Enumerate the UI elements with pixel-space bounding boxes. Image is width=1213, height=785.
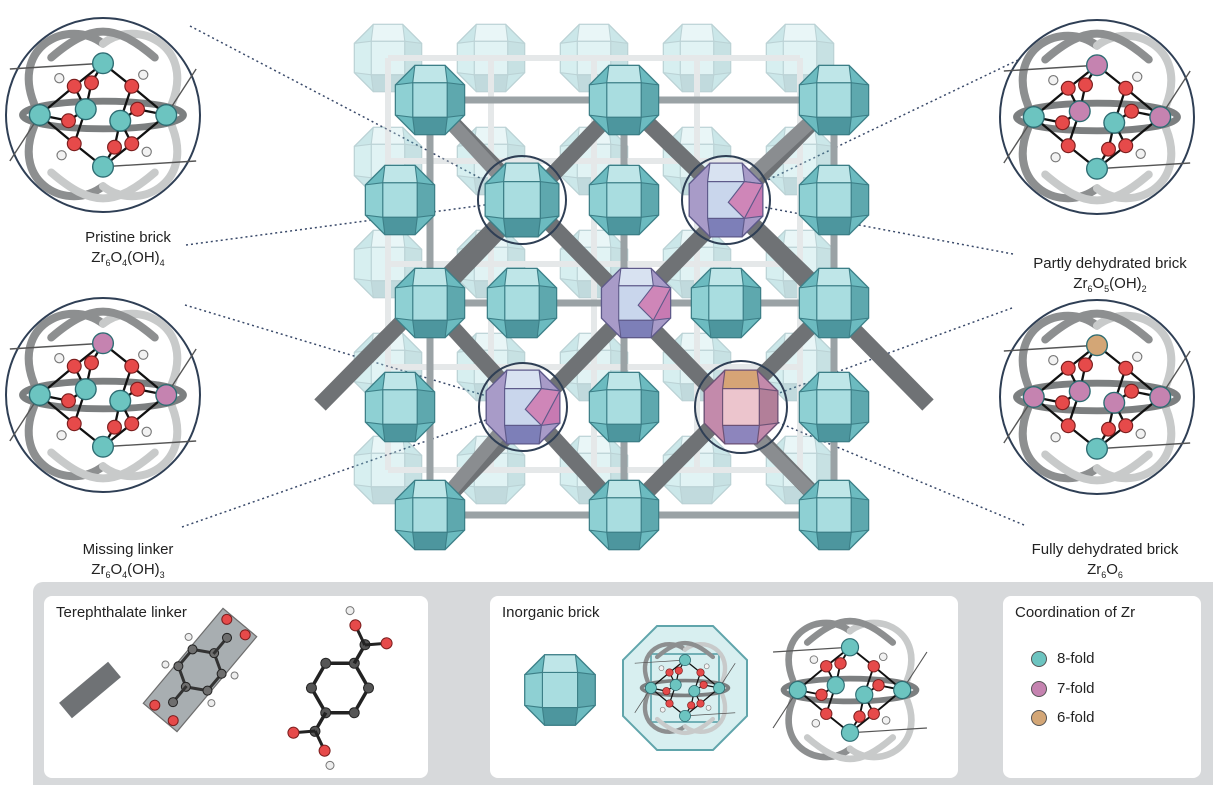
front-cluster	[588, 371, 660, 443]
panel-linker: Terephthalate linker	[44, 596, 428, 778]
label-pristine-formula: Zr6O4(OH)4	[91, 249, 165, 268]
front-cluster	[588, 479, 660, 551]
front-cluster	[798, 267, 870, 339]
zoom-insets	[5, 17, 1195, 495]
panel-linker-title: Terephthalate linker	[56, 604, 187, 621]
zoom-fully-brick	[1003, 309, 1191, 485]
label-partly-name: Partly dehydrated brick	[1033, 255, 1187, 272]
front-cluster	[588, 64, 660, 136]
legend-dot-8	[1031, 650, 1047, 667]
legend-item-8-fold: 8-fold	[1031, 650, 1095, 667]
front-cluster	[798, 164, 870, 236]
label-pristine: Pristine brick Zr6O4(OH)4	[48, 228, 208, 268]
front-cluster	[364, 371, 436, 443]
front-cluster	[394, 267, 466, 339]
front-cluster	[394, 64, 466, 136]
label-missing: Missing linker Zr6O4(OH)3	[48, 540, 208, 580]
front-cluster	[798, 64, 870, 136]
front-cluster	[364, 164, 436, 236]
panel-coordination: Coordination of Zr 8-fold 7-fold 6-fold	[1003, 596, 1201, 778]
front-cluster	[690, 267, 762, 339]
label-partly: Partly dehydrated brick Zr6O5(OH)2	[1010, 254, 1210, 294]
front-cluster	[486, 267, 558, 339]
zoom-pristine-brick	[9, 27, 197, 203]
legend-label-8: 8-fold	[1057, 650, 1095, 667]
panel-coordination-title: Coordination of Zr	[1015, 604, 1136, 621]
cluster-pristine	[484, 162, 560, 238]
zoom-partly-brick	[1003, 29, 1191, 205]
cluster-center-defect	[600, 267, 672, 339]
legend-dot-7	[1031, 680, 1047, 697]
front-cluster	[588, 164, 660, 236]
legend-item-6-fold: 6-fold	[1031, 709, 1095, 726]
highlight-rings	[477, 155, 788, 454]
panel-brick-title: Inorganic brick	[502, 604, 600, 621]
label-fully-name: Fully dehydrated brick	[1031, 541, 1179, 558]
cluster-fully-dehydrated	[703, 369, 779, 445]
label-partly-formula: Zr6O5(OH)2	[1073, 275, 1147, 294]
label-fully-formula: Zr6O6	[1087, 561, 1123, 580]
front-cluster	[798, 479, 870, 551]
legend-dot-6	[1031, 709, 1047, 726]
legend-label-7: 7-fold	[1057, 680, 1095, 697]
label-pristine-name: Pristine brick	[85, 229, 171, 246]
cluster-missing-linker	[485, 369, 561, 445]
front-cluster	[798, 371, 870, 443]
zoom-missing-brick	[9, 307, 197, 483]
cluster-partly-dehydrated	[688, 162, 764, 238]
panel-brick: Inorganic brick	[490, 596, 958, 778]
legend-label-6: 6-fold	[1057, 709, 1095, 726]
label-missing-name: Missing linker	[82, 541, 174, 558]
label-fully: Fully dehydrated brick Zr6O6	[1005, 540, 1205, 580]
front-cluster	[394, 479, 466, 551]
label-missing-formula: Zr6O4(OH)3	[91, 561, 165, 580]
legend-item-7-fold: 7-fold	[1031, 680, 1095, 697]
